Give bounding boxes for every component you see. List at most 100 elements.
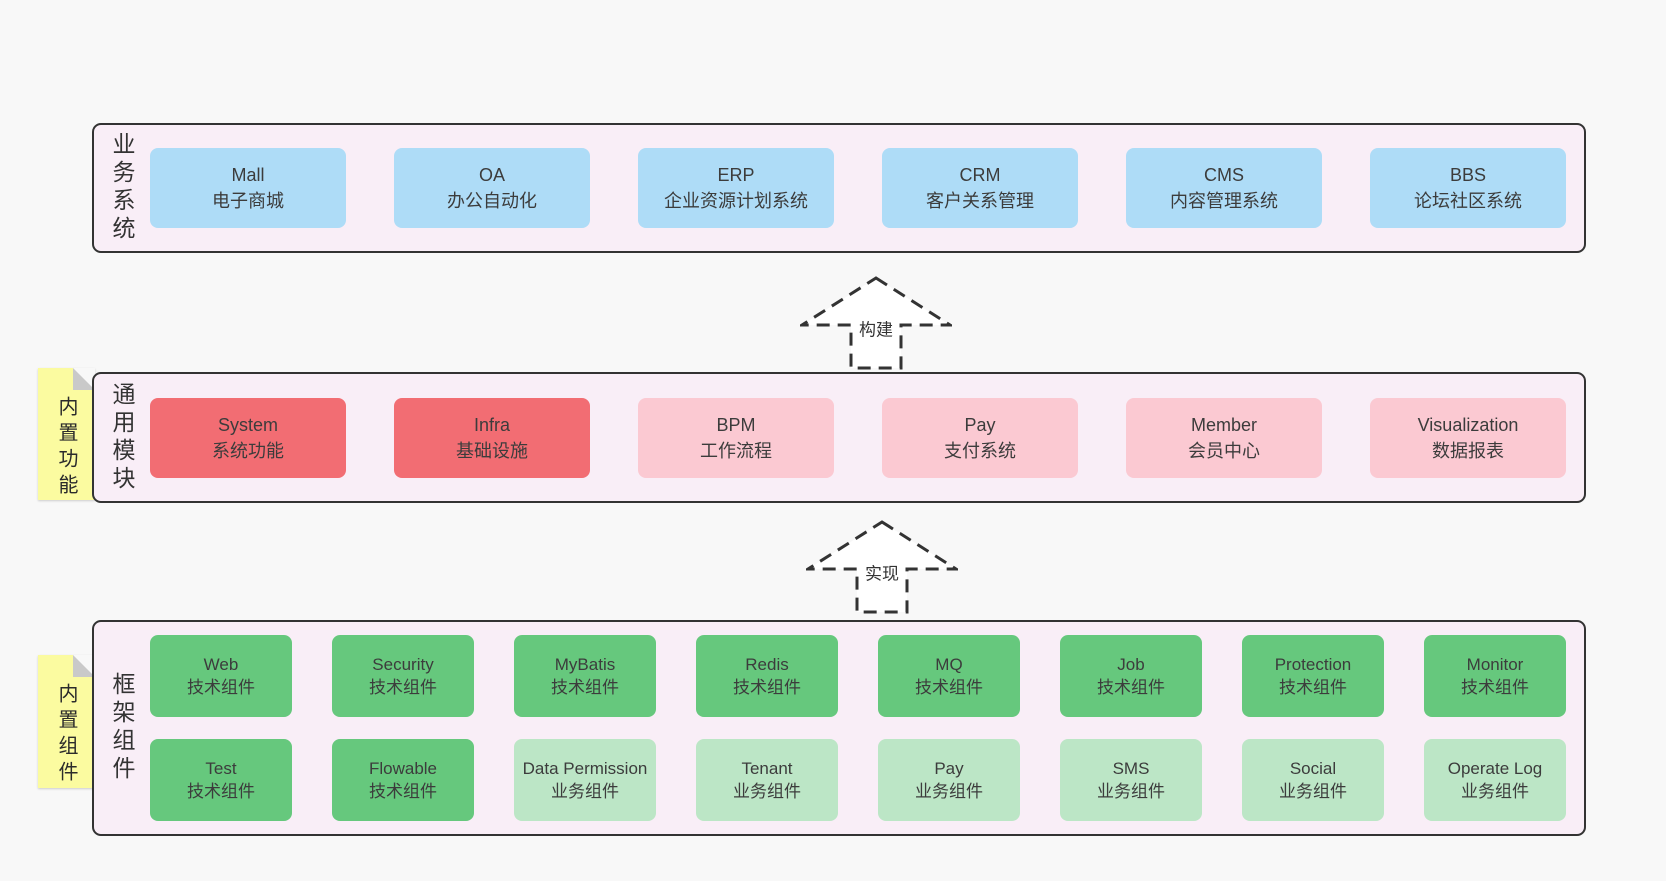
box-subtitle: 电子商城 xyxy=(212,191,284,211)
box-title: Pay xyxy=(934,759,964,778)
band-label-business-systems: 业务系统 xyxy=(94,125,150,251)
box-subtitle: 业务组件 xyxy=(1279,782,1347,801)
box-title: Security xyxy=(372,655,434,674)
box-title: Tenant xyxy=(741,759,793,778)
box-subtitle: 业务组件 xyxy=(1461,782,1529,801)
box-title: Social xyxy=(1289,759,1337,778)
box-framework-operate-log: Operate Log 业务组件 xyxy=(1424,739,1566,821)
box-framework-tenant: Tenant 业务组件 xyxy=(696,739,838,821)
box-subtitle: 客户关系管理 xyxy=(926,191,1034,211)
sticky-note-text: 内置组件 xyxy=(55,683,77,787)
box-framework-protection: Protection 技术组件 xyxy=(1242,635,1384,717)
box-modules-infra: Infra 基础设施 xyxy=(394,397,590,478)
box-title: BPM xyxy=(716,414,756,435)
box-title: SMS xyxy=(1112,759,1150,778)
box-business-bbs: BBS 论坛社区系统 xyxy=(1370,148,1566,228)
box-subtitle: 技术组件 xyxy=(551,678,619,697)
box-subtitle: 技术组件 xyxy=(915,678,983,697)
box-subtitle: 技术组件 xyxy=(187,678,255,697)
box-title: Operate Log xyxy=(1447,759,1543,778)
arrow-build-label: 构建 xyxy=(855,314,897,342)
box-framework-web: Web 技术组件 xyxy=(150,635,292,717)
box-title: Visualization xyxy=(1417,414,1519,435)
box-business-mall: Mall 电子商城 xyxy=(150,148,346,228)
arrow-implement-label: 实现 xyxy=(861,558,903,586)
box-title: BBS xyxy=(1449,165,1487,185)
box-title: Data Permission xyxy=(522,759,648,778)
box-framework-redis: Redis 技术组件 xyxy=(696,635,838,717)
box-subtitle: 业务组件 xyxy=(915,782,983,801)
box-framework-monitor: Monitor 技术组件 xyxy=(1424,635,1566,717)
band-label-text: 框架组件 xyxy=(109,672,135,784)
box-title: Pay xyxy=(964,414,996,435)
box-framework-mybatis: MyBatis 技术组件 xyxy=(514,635,656,717)
box-title: Mall xyxy=(231,165,265,185)
box-subtitle: 技术组件 xyxy=(733,678,801,697)
box-subtitle: 业务组件 xyxy=(733,782,801,801)
box-modules-pay: Pay 支付系统 xyxy=(882,397,1078,478)
box-title: MQ xyxy=(935,655,963,674)
box-subtitle: 支付系统 xyxy=(944,440,1016,461)
box-subtitle: 系统功能 xyxy=(212,440,284,461)
box-subtitle: 技术组件 xyxy=(1279,678,1347,697)
box-framework-sms: SMS 业务组件 xyxy=(1060,739,1202,821)
box-subtitle: 业务组件 xyxy=(1097,782,1165,801)
box-subtitle: 数据报表 xyxy=(1432,440,1504,461)
box-title: CRM xyxy=(959,165,1001,185)
box-modules-visualization: Visualization 数据报表 xyxy=(1370,397,1566,478)
box-business-cms: CMS 内容管理系统 xyxy=(1126,148,1322,228)
box-title: Web xyxy=(203,655,239,674)
box-framework-mq: MQ 技术组件 xyxy=(878,635,1020,717)
box-modules-member: Member 会员中心 xyxy=(1126,397,1322,478)
band-label-text: 业务系统 xyxy=(109,132,135,244)
box-business-oa: OA 办公自动化 xyxy=(394,148,590,228)
box-title: Redis xyxy=(745,655,789,674)
sticky-note-built-in-components: 内置组件 xyxy=(38,655,95,788)
box-subtitle: 技术组件 xyxy=(369,782,437,801)
band-label-framework-components: 框架组件 xyxy=(94,622,150,834)
box-title: OA xyxy=(478,165,505,185)
box-title: Member xyxy=(1190,414,1257,435)
box-subtitle: 企业资源计划系统 xyxy=(664,191,808,211)
box-title: Infra xyxy=(473,414,511,435)
arrow-implement: 实现 xyxy=(806,520,958,614)
box-title: Flowable xyxy=(368,759,438,778)
box-title: Protection xyxy=(1274,655,1352,674)
arrow-build: 构建 xyxy=(800,276,952,370)
band-label-common-modules: 通用模块 xyxy=(94,374,150,501)
band-label-text: 通用模块 xyxy=(109,381,135,494)
box-framework-flowable: Flowable 技术组件 xyxy=(332,739,474,821)
box-subtitle: 内容管理系统 xyxy=(1170,191,1278,211)
box-subtitle: 技术组件 xyxy=(369,678,437,697)
box-subtitle: 会员中心 xyxy=(1188,440,1260,461)
box-title: MyBatis xyxy=(554,655,616,674)
box-title: CMS xyxy=(1204,165,1244,185)
box-subtitle: 技术组件 xyxy=(1097,678,1165,697)
box-framework-pay: Pay 业务组件 xyxy=(878,739,1020,821)
box-subtitle: 技术组件 xyxy=(1461,678,1529,697)
box-framework-security: Security 技术组件 xyxy=(332,635,474,717)
box-subtitle: 工作流程 xyxy=(700,440,772,461)
box-subtitle: 论坛社区系统 xyxy=(1414,191,1522,211)
box-framework-data-permission: Data Permission 业务组件 xyxy=(514,739,656,821)
box-subtitle: 基础设施 xyxy=(456,440,528,461)
box-subtitle: 办公自动化 xyxy=(447,191,537,211)
box-title: Monitor xyxy=(1466,655,1524,674)
box-subtitle: 业务组件 xyxy=(551,782,619,801)
box-subtitle: 技术组件 xyxy=(187,782,255,801)
